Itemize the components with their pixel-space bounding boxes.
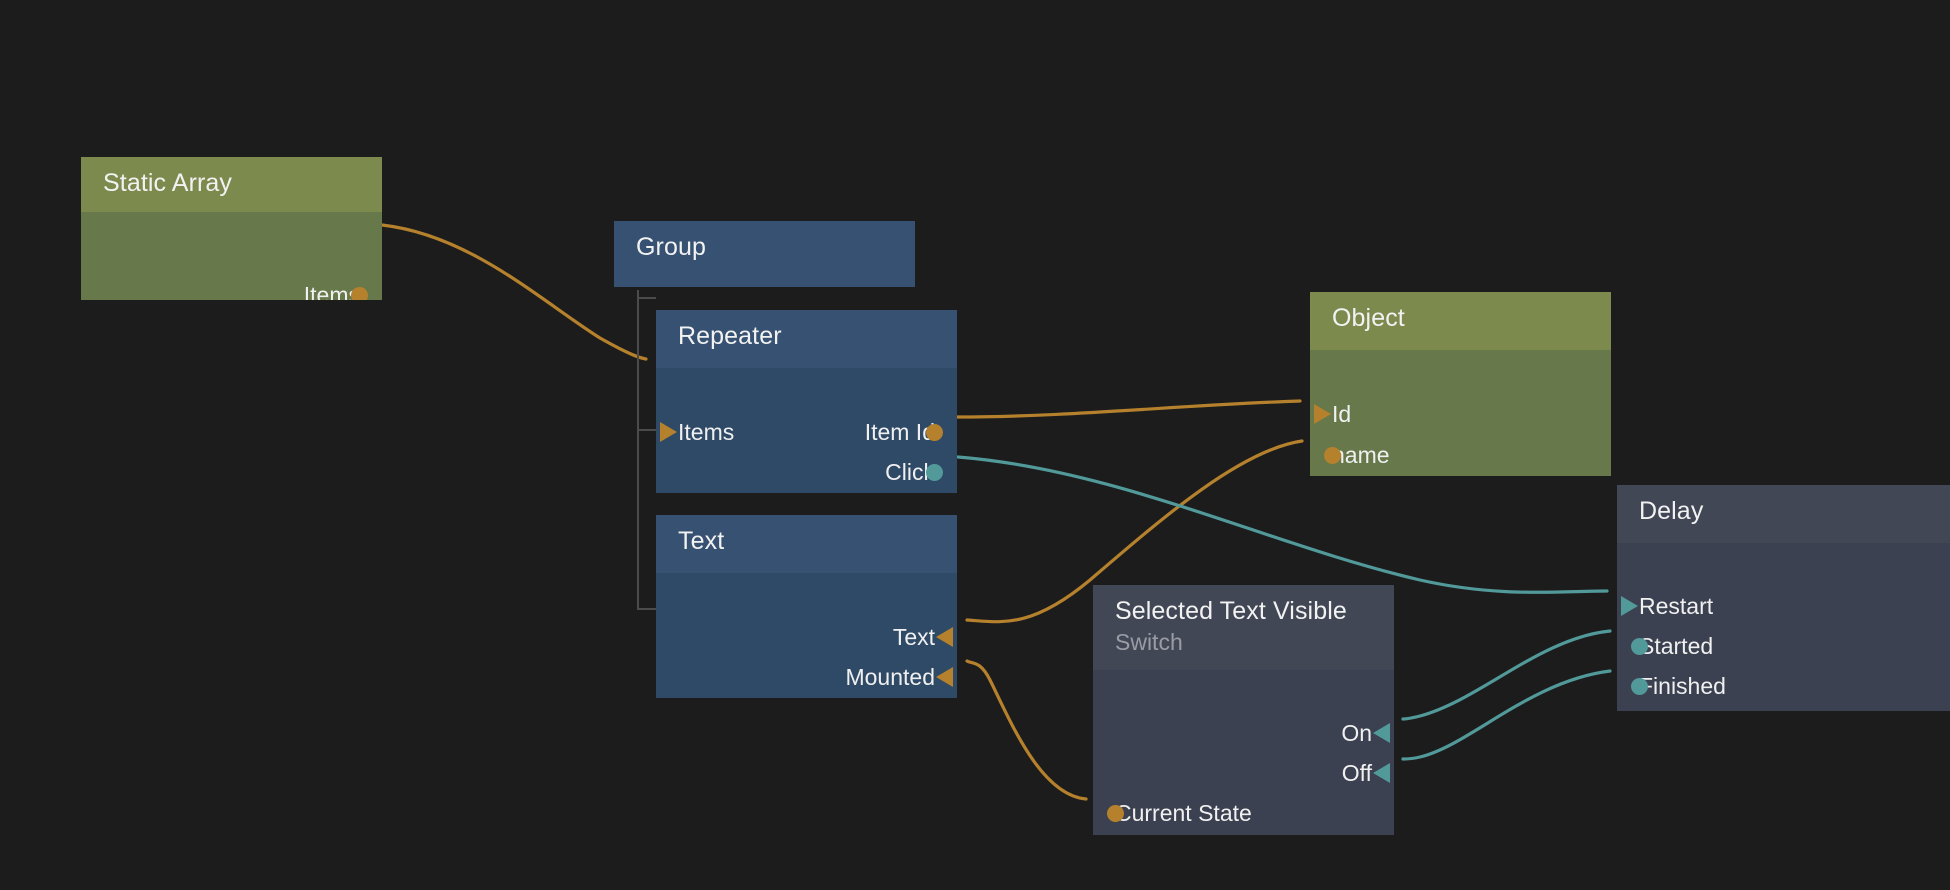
node-repeater[interactable]: Repeater Items Item Id Click (656, 310, 957, 493)
group-tree-trunk (637, 290, 639, 608)
port-dot-icon[interactable] (926, 423, 943, 441)
edge-delay-started-to-switch-on[interactable] (1401, 629, 1612, 721)
node-header[interactable]: Repeater (656, 310, 957, 368)
node-body: Items Item Id Click (656, 368, 957, 493)
port-arrow-icon[interactable] (936, 667, 953, 687)
port-label: Mounted (845, 664, 935, 690)
port-arrow-icon[interactable] (660, 422, 677, 442)
node-header[interactable]: Selected Text Visible Switch (1093, 585, 1394, 670)
port-label: Text (892, 624, 935, 650)
node-title: Object (1332, 304, 1405, 332)
port-dot-icon[interactable] (1631, 637, 1648, 655)
port-dot-icon[interactable] (926, 463, 943, 481)
port-label: Current State (1115, 800, 1252, 826)
node-static-array[interactable]: Static Array Items (81, 157, 382, 300)
node-header[interactable]: Static Array (81, 157, 382, 212)
port-label: Id (1332, 401, 1352, 427)
group-tree-branch (637, 429, 656, 431)
edge-repeater-itemid-to-object-id[interactable] (955, 399, 1302, 419)
port-label: Items (303, 282, 360, 300)
node-text[interactable]: Text Text Mounted (656, 515, 957, 698)
node-body: Id name (1310, 350, 1611, 476)
node-header[interactable]: Object (1310, 292, 1611, 350)
port-click[interactable]: Click (885, 457, 943, 487)
port-started[interactable]: Started (1631, 631, 1714, 661)
port-arrow-icon[interactable] (1373, 763, 1390, 783)
port-arrow-icon[interactable] (936, 627, 953, 647)
port-arrow-icon[interactable] (1373, 723, 1390, 743)
node-body: Restart Started Finished (1617, 543, 1950, 711)
node-header[interactable]: Delay (1617, 485, 1950, 543)
node-selected-text-visible[interactable]: Selected Text Visible Switch On Off Curr… (1093, 585, 1394, 835)
port-arrow-icon[interactable] (1621, 596, 1638, 616)
node-title: Group (636, 233, 706, 261)
node-title: Repeater (678, 322, 782, 350)
node-delay[interactable]: Delay Restart Started Finished (1617, 485, 1950, 711)
port-dot-icon[interactable] (1324, 446, 1341, 464)
port-label: Finished (1639, 673, 1726, 699)
node-title: Delay (1639, 497, 1704, 525)
port-label: On (1341, 720, 1372, 746)
port-current-state[interactable]: Current State (1107, 798, 1252, 828)
port-arrow-icon[interactable] (1314, 404, 1331, 424)
port-label: Items (678, 419, 735, 445)
port-item-id[interactable]: Item Id (864, 417, 943, 447)
edge-delay-finished-to-switch-off[interactable] (1401, 669, 1612, 761)
node-body: Text Mounted (656, 573, 957, 698)
port-text[interactable]: Text (892, 622, 953, 652)
node-title: Text (678, 527, 725, 555)
port-restart[interactable]: Restart (1621, 591, 1714, 621)
port-id[interactable]: Id (1314, 399, 1352, 429)
node-object[interactable]: Object Id name (1310, 292, 1611, 476)
port-items[interactable]: Items (660, 417, 735, 447)
node-title: Selected Text Visible (1115, 597, 1347, 625)
port-label: Item Id (864, 419, 935, 445)
port-label: Started (1639, 633, 1714, 659)
port-label: name (1332, 442, 1390, 468)
edge-repeater-click-to-delay-restart[interactable] (956, 455, 1609, 594)
node-body: On Off Current State (1093, 670, 1394, 835)
group-tree-branch (637, 297, 656, 299)
node-group[interactable]: Group (614, 221, 915, 287)
port-finished[interactable]: Finished (1631, 671, 1726, 701)
group-tree-branch (637, 608, 656, 610)
port-dot-icon[interactable] (1631, 677, 1648, 695)
port-mounted[interactable]: Mounted (845, 662, 953, 692)
port-label: Restart (1639, 593, 1714, 619)
port-dot-icon[interactable] (1107, 804, 1124, 822)
port-label: Off (1341, 760, 1372, 786)
port-dot-icon[interactable] (351, 286, 368, 300)
edge-switch-currentstate-to-text-mounted[interactable] (965, 659, 1088, 801)
node-title: Static Array (103, 169, 233, 197)
node-header[interactable]: Text (656, 515, 957, 573)
port-name[interactable]: name (1324, 440, 1390, 470)
node-subtitle: Switch (1115, 629, 1183, 655)
port-on[interactable]: On (1341, 718, 1390, 748)
node-body: Items (81, 212, 382, 300)
port-off[interactable]: Off (1341, 758, 1390, 788)
edge-static-items-to-repeater-items[interactable] (380, 223, 648, 361)
port-items[interactable]: Items (303, 280, 368, 300)
node-header[interactable]: Group (614, 221, 915, 287)
